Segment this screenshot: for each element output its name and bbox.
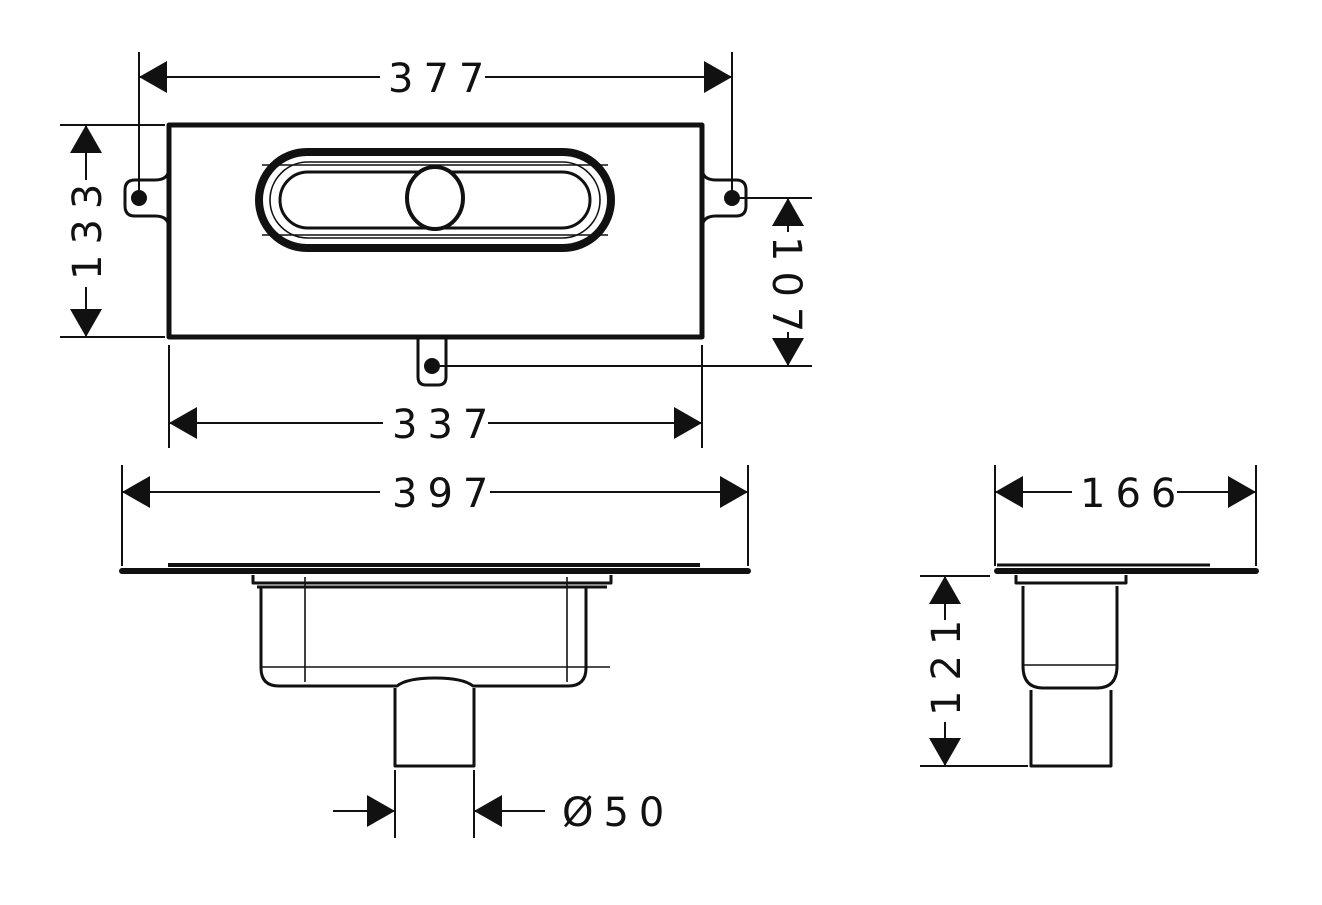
left-lug [123, 167, 171, 229]
left-lug-hole [131, 190, 147, 206]
dim-121-label: 121 [924, 610, 970, 716]
arrow-icon [772, 338, 804, 366]
arrow-icon [929, 738, 961, 766]
dim-397-label: 397 [392, 471, 498, 517]
dim-166-label: 166 [1080, 471, 1186, 517]
dim-133-label: 133 [65, 174, 111, 280]
right-lug-hole [724, 190, 740, 206]
arrow-icon [122, 476, 150, 508]
arrow-icon [139, 61, 167, 93]
dim-377-label: 377 [388, 56, 494, 102]
arrow-icon [70, 309, 102, 337]
dim-107-label: 107 [763, 236, 809, 342]
front-view: 397 Ø50 [119, 465, 751, 838]
body-outline [166, 122, 705, 340]
dim-diameter-label: Ø50 [562, 790, 674, 836]
dim-337-label: 337 [392, 402, 498, 448]
arrow-icon [1228, 476, 1256, 508]
outlet-pipe [1029, 690, 1113, 768]
arrow-icon [70, 125, 102, 153]
bottom-lug-hole [424, 358, 440, 374]
drain-slot-ring [269, 161, 601, 239]
collar [1014, 575, 1128, 585]
arrow-icon [674, 407, 702, 439]
bottom-lug [416, 337, 448, 387]
top-view: 377 337 133 107 [60, 52, 812, 448]
arrow-icon [367, 795, 395, 827]
arrow-icon [169, 407, 197, 439]
arrow-icon [995, 476, 1023, 508]
drain-outlet-circle [405, 165, 465, 231]
drain-body [1021, 586, 1119, 690]
arrow-icon [474, 795, 502, 827]
arrow-icon [772, 198, 804, 226]
arrow-icon [704, 61, 732, 93]
outlet-pipe [393, 688, 476, 768]
arrow-icon [929, 576, 961, 604]
collar [251, 575, 613, 585]
arrow-icon [720, 476, 748, 508]
drain-body [259, 588, 588, 688]
side-view: 166 121 [920, 465, 1259, 768]
drain-slot-outer [255, 148, 615, 252]
